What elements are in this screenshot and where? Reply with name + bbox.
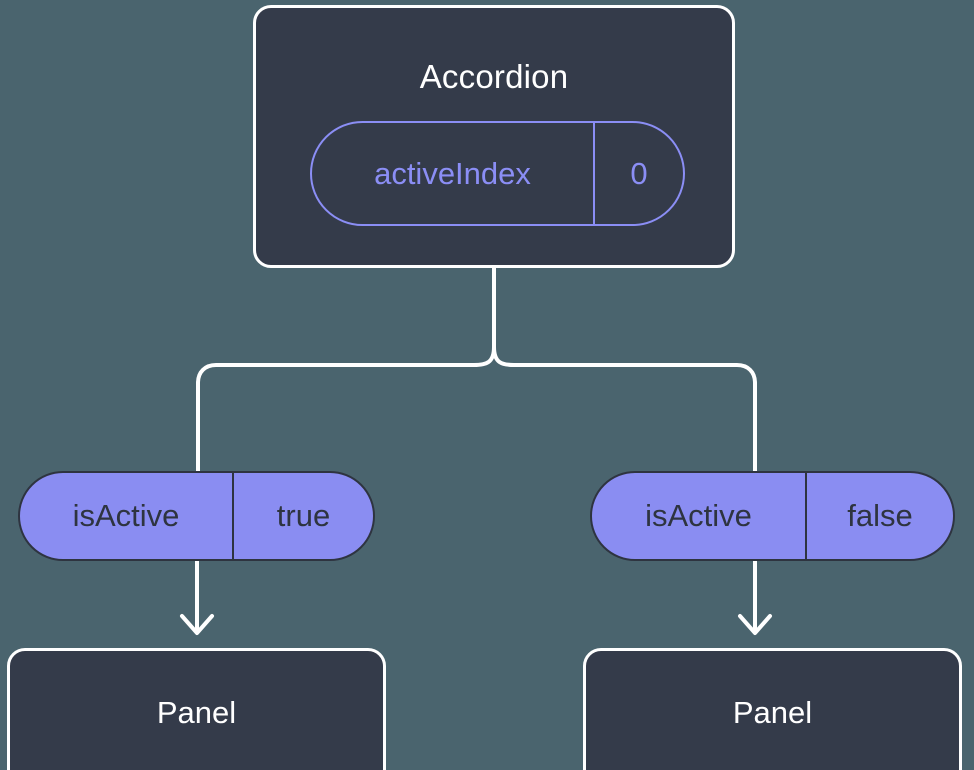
prop-pill-left-key: isActive: [20, 473, 234, 559]
prop-pill-right-value: false: [847, 498, 913, 533]
accordion-node-title: Accordion: [419, 58, 569, 95]
panel-node-left[interactable]: Panel: [7, 648, 386, 770]
prop-pill-left-value: true: [276, 498, 331, 533]
connector-fork-right: [492, 345, 757, 385]
panel-node-right-title: Panel: [732, 695, 813, 730]
connector-fork: [196, 345, 496, 385]
arrow-right-head-icon: [738, 614, 772, 635]
accordion-state-value: 0: [630, 155, 648, 191]
panel-node-left-title: Panel: [156, 695, 237, 730]
prop-pill-right[interactable]: isActive false: [590, 471, 955, 561]
panel-node-right[interactable]: Panel: [583, 648, 962, 770]
prop-pill-left[interactable]: isActive true: [18, 471, 375, 561]
arrow-left-head-icon: [180, 614, 214, 635]
accordion-state-key: activeIndex: [312, 123, 595, 224]
accordion-state-pill[interactable]: activeIndex 0: [310, 121, 685, 226]
prop-pill-right-key: isActive: [592, 473, 807, 559]
accordion-node[interactable]: Accordion activeIndex 0: [253, 5, 735, 268]
